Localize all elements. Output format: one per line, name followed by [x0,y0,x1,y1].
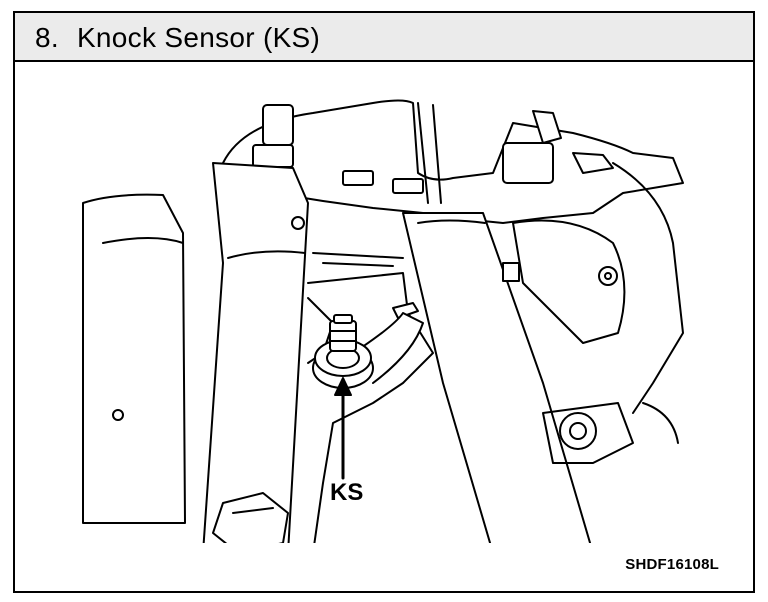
knock-sensor [312,302,424,389]
right-side-components [502,162,684,464]
section-number: 8. [35,22,59,53]
ks-callout-label: KS [330,479,364,506]
figure-code: SHDF16108L [625,556,719,573]
section-heading: 8. Knock Sensor (KS) [35,22,320,54]
engine-illustration [82,99,684,543]
figure-frame: 8. Knock Sensor (KS) [13,11,755,593]
right-bracket-arm [402,212,592,543]
bottom-bolt [212,492,289,543]
left-bracket-arm [202,162,309,543]
callout-arrow [334,377,352,480]
engine-block [307,252,434,543]
upper-housing [222,99,684,224]
left-cylinder-part [82,193,186,524]
section-title: Knock Sensor (KS) [76,22,321,53]
section-header: 8. Knock Sensor (KS) [15,13,753,62]
